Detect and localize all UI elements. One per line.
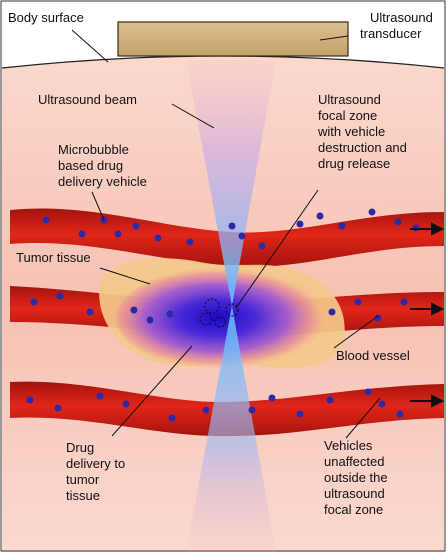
ultrasound-beam-label: Ultrasound beam: [38, 92, 137, 107]
blood-vessel-label: Blood vessel: [336, 348, 410, 363]
tumor-tissue-label: Tumor tissue: [16, 250, 91, 265]
body-surface-label: Body surface: [8, 10, 84, 25]
ultrasound-transducer-label: Ultrasound transducer: [360, 10, 437, 41]
ultrasound-transducer: [118, 22, 348, 56]
